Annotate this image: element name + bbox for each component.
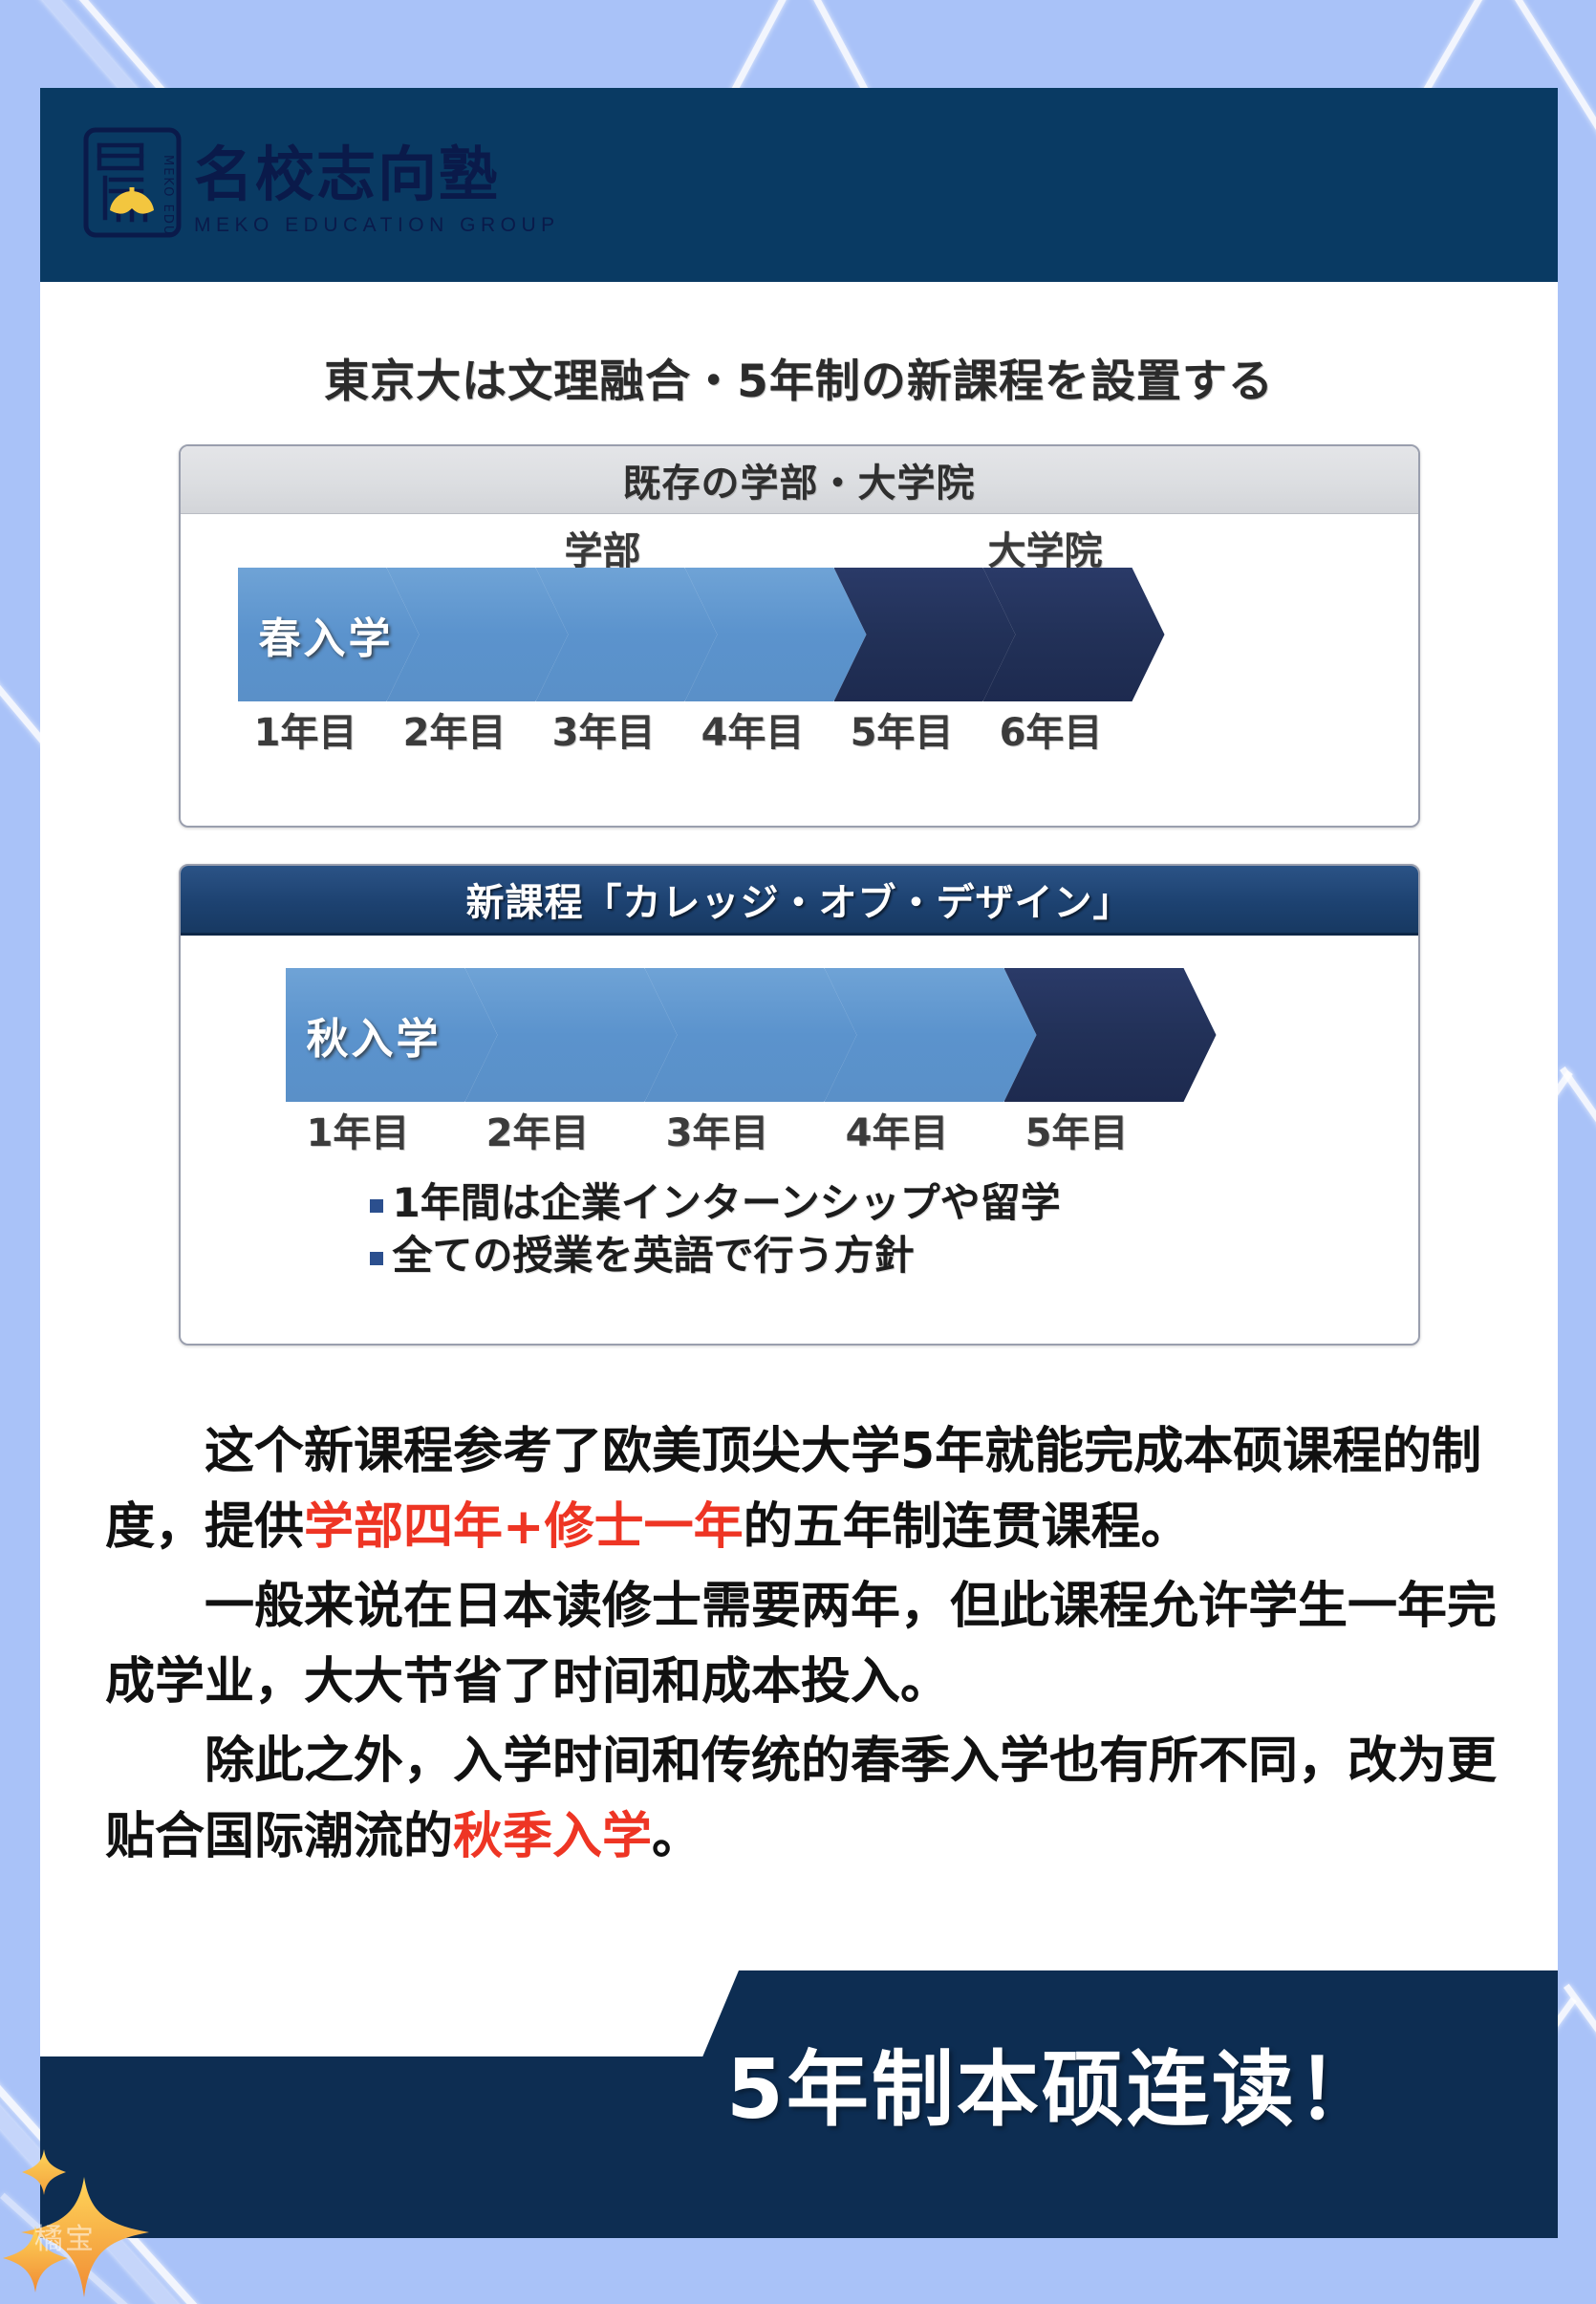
bg-diagonal-line bbox=[1560, 1066, 1596, 1305]
year-label: 2年目 bbox=[402, 711, 507, 755]
paragraph-1: 这个新课程参考了欧美顶尖大学5年就能完成本硕课程的制度，提供学部四年+修士一年的… bbox=[105, 1414, 1500, 1565]
year-label: 1年目 bbox=[306, 1111, 410, 1155]
year-label: 5年目 bbox=[850, 711, 954, 755]
bullet-text: 全ての授業を英語で行う方針 bbox=[392, 1232, 915, 1280]
panel2-timeline: 秋入学 bbox=[181, 968, 1418, 1102]
year-label: 5年目 bbox=[1024, 1111, 1129, 1155]
p1-part-b: 的五年制连贯课程。 bbox=[743, 1498, 1191, 1557]
panel2-heading: 新課程「カレッジ・オブ・デザイン」 bbox=[180, 866, 1418, 936]
year-label: 3年目 bbox=[665, 1111, 769, 1155]
timeline-segment-year1: 春入学 bbox=[238, 568, 420, 701]
panel1-stage-labels: 学部 大学院 bbox=[181, 514, 1418, 573]
year-label: 1年目 bbox=[253, 711, 357, 755]
panel1-heading: 既存の学部・大学院 bbox=[180, 446, 1418, 514]
year-label: 3年目 bbox=[551, 711, 656, 755]
panel2-year-axis: 1年目 2年目 3年目 4年目 5年目 bbox=[181, 1102, 1418, 1161]
entry-badge-autumn: 秋入学 bbox=[306, 1015, 442, 1064]
year-label: 4年目 bbox=[701, 711, 805, 755]
brand-header: MEKO EDU 名校志向塾 MEKO EDUCATION GROUP bbox=[40, 88, 1558, 282]
watermark: 橘宝 bbox=[34, 2223, 96, 2256]
sparkle-icon bbox=[2, 2225, 69, 2293]
bg-diagonal-line bbox=[1564, 1983, 1596, 2220]
bullet-item: 1年間は企業インターンシップや留学 bbox=[369, 1176, 1418, 1229]
svg-text:MEKO EDU: MEKO EDU bbox=[161, 155, 175, 236]
timeline-segment-year2 bbox=[465, 968, 678, 1102]
p2-part-a: 一般来说在日本读修士需要两年，但此课程允许学生一年完成学业，大大节省了时间和成本… bbox=[105, 1578, 1498, 1712]
timeline-segment-year3 bbox=[645, 968, 857, 1102]
logo: MEKO EDU 名校志向塾 MEKO EDUCATION GROUP bbox=[82, 126, 560, 239]
ginkgo-leaf-seal-icon: MEKO EDU bbox=[82, 126, 183, 239]
brand-name-cn: 名校志向塾 bbox=[194, 140, 501, 209]
body-copy: 这个新课程参考了欧美顶尖大学5年就能完成本硕课程的制度，提供学部四年+修士一年的… bbox=[105, 1414, 1500, 1879]
timeline-segment-year1: 秋入学 bbox=[286, 968, 498, 1102]
panel2-bullets: 1年間は企業インターンシップや留学 全ての授業を英語で行う方針 bbox=[181, 1176, 1418, 1282]
bullet-item: 全ての授業を英語で行う方針 bbox=[369, 1229, 1418, 1281]
p1-highlight: 学部四年+修士一年 bbox=[304, 1498, 744, 1557]
p1-part-a: 这个新课程参考了欧美顶尖大学5年就能完成本硕课程的制度，提供 bbox=[105, 1423, 1482, 1557]
p3-highlight: 秋季入学 bbox=[453, 1808, 653, 1866]
year-label: 2年目 bbox=[485, 1111, 590, 1155]
panel-new-program: 新課程「カレッジ・オブ・デザイン」 秋入学 1年目 2年目 3年目 4年目 5年… bbox=[178, 864, 1420, 1346]
year-label: 4年目 bbox=[845, 1111, 949, 1155]
stage-label-grad: 大学院 bbox=[987, 529, 1103, 573]
panel1-timeline: 春入学 bbox=[181, 568, 1418, 701]
bullet-square-icon bbox=[369, 1198, 383, 1213]
year-label: 6年目 bbox=[999, 711, 1103, 755]
infographic: 東京大は文理融合・5年制の新課程を設置する 既存の学部・大学院 学部 大学院 春… bbox=[40, 282, 1558, 1346]
timeline-segment-year5 bbox=[1004, 968, 1217, 1102]
entry-badge-spring: 春入学 bbox=[258, 614, 394, 663]
footer-band bbox=[40, 2056, 1558, 2238]
panel-existing-program: 既存の学部・大学院 学部 大学院 春入学 1年目 2年目 3年目 4年目 5年目… bbox=[178, 444, 1420, 828]
sparkle-icon bbox=[19, 2175, 153, 2299]
timeline-segment-year4 bbox=[825, 968, 1037, 1102]
p3-part-a: 除此之外，入学时间和传统的春季入学也有所不同，改为更贴合国际潮流的 bbox=[105, 1733, 1498, 1866]
stage-label-undergrad: 学部 bbox=[564, 529, 641, 573]
brand-name-en: MEKO EDUCATION GROUP bbox=[194, 214, 560, 236]
p3-part-b: 。 bbox=[652, 1808, 702, 1866]
sparkle-icon bbox=[21, 2148, 67, 2196]
paragraph-3: 除此之外，入学时间和传统的春季入学也有所不同，改为更贴合国际潮流的秋季入学。 bbox=[105, 1724, 1500, 1875]
paragraph-2: 一般来说在日本读修士需要两年，但此课程允许学生一年完成学业，大大节省了时间和成本… bbox=[105, 1569, 1500, 1720]
bullet-text: 1年間は企業インターンシップや留学 bbox=[392, 1179, 1061, 1226]
footer-banner-text: 5年制本硕连读！ bbox=[726, 2041, 1382, 2138]
infographic-title: 東京大は文理融合・5年制の新課程を設置する bbox=[324, 355, 1274, 408]
bullet-square-icon bbox=[369, 1252, 383, 1266]
panel1-year-axis: 1年目 2年目 3年目 4年目 5年目 6年目 bbox=[181, 701, 1418, 761]
wordmark: 名校志向塾 MEKO EDUCATION GROUP bbox=[194, 145, 560, 239]
